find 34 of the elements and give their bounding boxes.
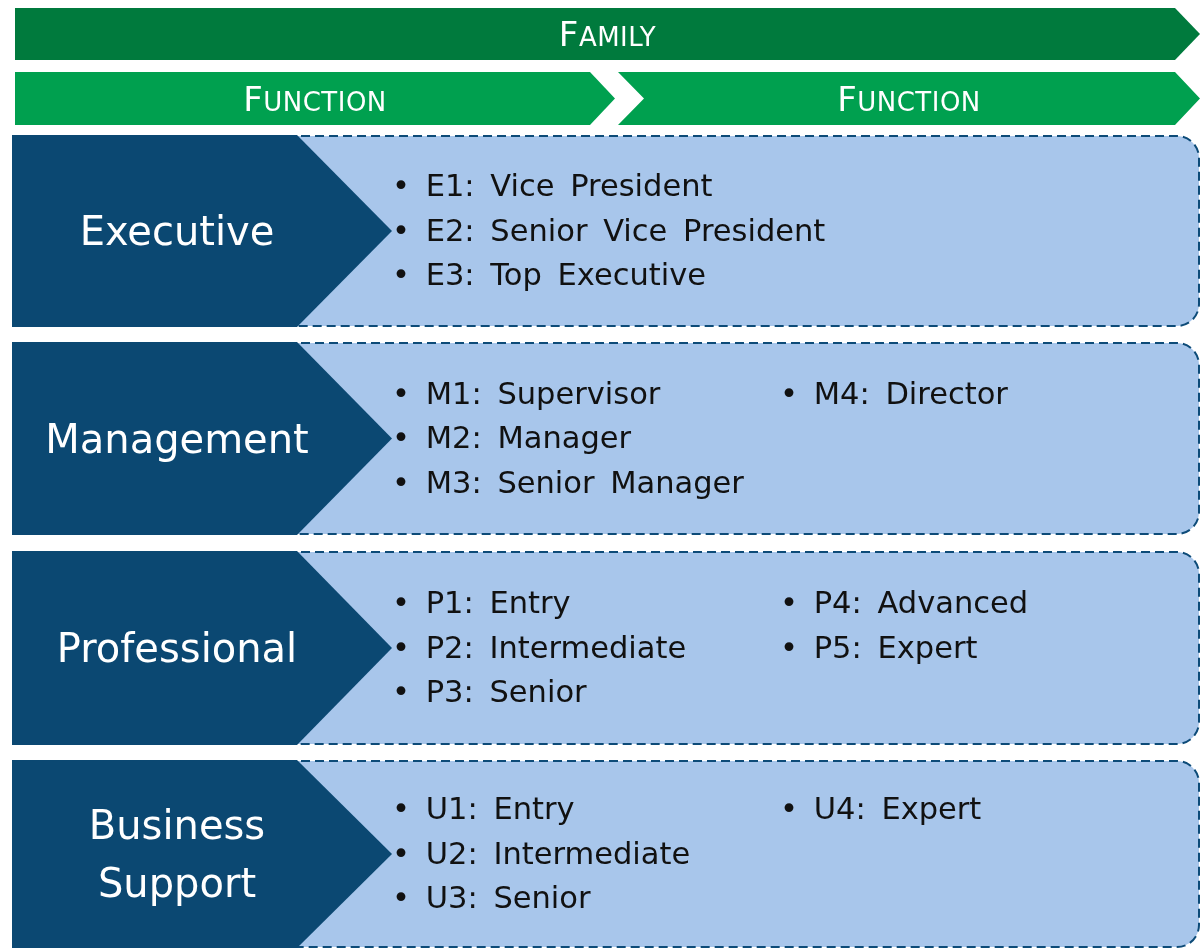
pentagon-title-panel [12, 342, 392, 535]
level-item: • U2: Intermediate [392, 834, 691, 873]
level-band [12, 551, 1200, 745]
level-title: Business Support [87, 801, 267, 908]
level-item: • M4: Director [780, 374, 1008, 413]
header-label: FUNCTION [837, 78, 981, 119]
level-band [12, 342, 1200, 535]
level-item: • P1: Entry [392, 584, 572, 623]
header-label: FUNCTION [243, 78, 387, 119]
level-item: • E1: Vice President [392, 167, 714, 206]
chevron-banner [15, 72, 615, 125]
level-title: Professional [56, 624, 298, 673]
pentagon-title-panel [12, 760, 392, 948]
level-band [12, 135, 1200, 327]
level-item: • P5: Expert [780, 628, 979, 667]
level-item: • M2: Manager [392, 419, 633, 458]
level-item: • P3: Senior [392, 673, 588, 712]
header-label: FAMILY [558, 14, 657, 54]
level-item: • P2: Intermediate [392, 628, 687, 667]
level-item: • M3: Senior Manager [392, 463, 744, 502]
level-item: • U3: Senior [392, 879, 592, 918]
pentagon-title-panel [12, 551, 392, 745]
level-title: Executive [79, 207, 275, 256]
level-item: • P4: Advanced [780, 584, 1029, 623]
level-item: • U1: Entry [392, 790, 576, 829]
level-item: • U4: Expert [780, 790, 982, 829]
level-item: • M1: Supervisor [392, 374, 662, 413]
level-title: Management [45, 414, 309, 464]
pentagon-title-panel [12, 135, 392, 327]
level-band [12, 760, 1200, 948]
chevron-banner [15, 8, 1200, 60]
level-item: • E3: Top Executive [392, 256, 707, 295]
chevron-banner [618, 72, 1200, 125]
level-item: • E2: Senior Vice President [392, 211, 826, 250]
